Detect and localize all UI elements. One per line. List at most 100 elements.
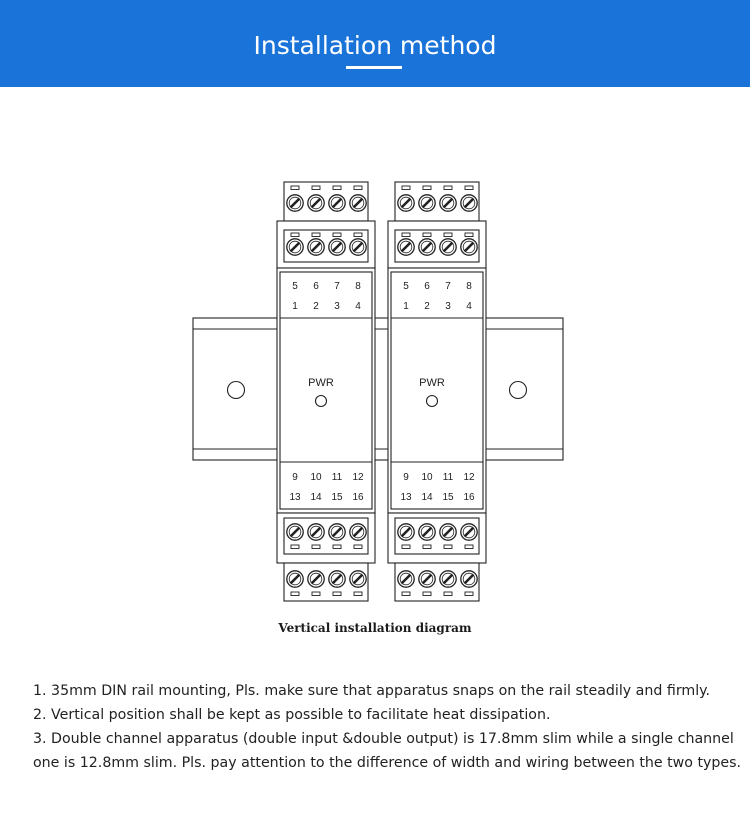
terminal-number-14: 14 [310, 492, 322, 503]
terminal-screw-icon [460, 570, 478, 588]
terminal-tab [353, 591, 363, 596]
top-plug-tabs [401, 185, 474, 190]
terminal-screw-icon [349, 238, 367, 256]
terminal-number-2: 2 [313, 301, 319, 312]
terminal-tab [422, 185, 432, 190]
top-socket-screws [286, 238, 367, 256]
terminal-number-16: 16 [352, 492, 364, 503]
terminal-number-11: 11 [443, 472, 454, 483]
terminal-tab [422, 544, 432, 549]
terminal-tab [290, 544, 300, 549]
terminal-tab [401, 232, 411, 237]
notes-list: 1. 35mm DIN rail mounting, Pls. make sur… [33, 679, 741, 775]
terminal-number-1: 1 [403, 301, 409, 312]
terminal-screw-icon [349, 523, 367, 541]
terminal-tab [464, 185, 474, 190]
terminal-tab [290, 232, 300, 237]
terminal-tab [332, 591, 342, 596]
terminal-screw-icon [307, 194, 325, 212]
terminal-screw-icon [328, 523, 346, 541]
terminal-number-16: 16 [463, 492, 475, 503]
terminal-number-10: 10 [421, 472, 433, 483]
top-plug-screws [397, 194, 478, 212]
terminal-tab [464, 591, 474, 596]
terminal-tab [443, 185, 453, 190]
terminal-number-3: 3 [334, 301, 340, 312]
terminal-number-13: 13 [289, 492, 301, 503]
terminal-screw-icon [349, 570, 367, 588]
terminal-tab [353, 185, 363, 190]
terminal-number-12: 12 [463, 472, 475, 483]
terminal-screw-icon [439, 523, 457, 541]
terminal-number-3: 3 [445, 301, 451, 312]
pwr-led-icon [314, 394, 328, 408]
terminal-screw-icon [328, 570, 346, 588]
diagram-caption: Vertical installation diagram [278, 621, 472, 635]
terminal-number-12: 12 [352, 472, 364, 483]
terminal-tab [311, 232, 321, 237]
terminal-tab [443, 232, 453, 237]
terminal-number-10: 10 [310, 472, 322, 483]
terminal-screw-icon [397, 523, 415, 541]
top-plug-screws [286, 194, 367, 212]
bottom-plug-tabs [401, 591, 474, 596]
bottom-socket-tabs [290, 544, 363, 549]
bottom-plug-screws [286, 570, 367, 588]
terminal-tab [332, 232, 342, 237]
terminal-screw-icon [418, 194, 436, 212]
terminal-number-5: 5 [403, 281, 409, 292]
terminal-tab [332, 185, 342, 190]
terminal-tab [290, 591, 300, 596]
terminal-screw-icon [397, 570, 415, 588]
pwr-label: PWR [308, 377, 334, 389]
terminal-tab [332, 544, 342, 549]
bottom-socket-screws [286, 523, 367, 541]
terminal-number-6: 6 [313, 281, 319, 292]
terminal-screw-icon [418, 570, 436, 588]
terminal-screw-icon [328, 194, 346, 212]
terminal-screw-icon [460, 238, 478, 256]
terminal-tab [464, 544, 474, 549]
terminal-tab [422, 591, 432, 596]
terminal-screw-icon [460, 194, 478, 212]
pwr-label: PWR [419, 377, 445, 389]
top-plug-tabs [290, 185, 363, 190]
terminal-screw-icon [328, 238, 346, 256]
terminal-screw-icon [439, 194, 457, 212]
terminal-number-2: 2 [424, 301, 430, 312]
note-line-1: 1. 35mm DIN rail mounting, Pls. make sur… [33, 683, 711, 699]
rail-mounting-hole-right [508, 380, 528, 400]
terminal-number-13: 13 [400, 492, 412, 503]
terminal-screw-icon [439, 570, 457, 588]
terminal-screw-icon [349, 194, 367, 212]
module-face [279, 271, 373, 510]
terminal-number-5: 5 [292, 281, 298, 292]
top-socket-tabs [290, 232, 363, 237]
terminal-tab [311, 591, 321, 596]
page-title: Installation method [253, 31, 497, 60]
terminal-screw-icon [307, 570, 325, 588]
terminal-screw-icon [307, 523, 325, 541]
bottom-plug-tabs [290, 591, 363, 596]
terminal-tab [290, 185, 300, 190]
terminal-number-9: 9 [403, 472, 409, 483]
terminal-tab [443, 544, 453, 549]
terminal-screw-icon [397, 194, 415, 212]
terminal-number-15: 15 [442, 492, 454, 503]
module-face [390, 271, 484, 510]
terminal-number-7: 7 [334, 281, 340, 292]
terminal-number-9: 9 [292, 472, 298, 483]
terminal-screw-icon [418, 238, 436, 256]
terminal-screw-icon [286, 238, 304, 256]
terminal-screw-icon [286, 194, 304, 212]
terminal-number-4: 4 [466, 301, 472, 312]
terminal-screw-icon [307, 238, 325, 256]
terminal-screw-icon [397, 238, 415, 256]
pwr-led-icon [425, 394, 439, 408]
terminal-tab [311, 185, 321, 190]
terminal-tab [311, 544, 321, 549]
terminal-number-7: 7 [445, 281, 451, 292]
terminal-number-6: 6 [424, 281, 430, 292]
